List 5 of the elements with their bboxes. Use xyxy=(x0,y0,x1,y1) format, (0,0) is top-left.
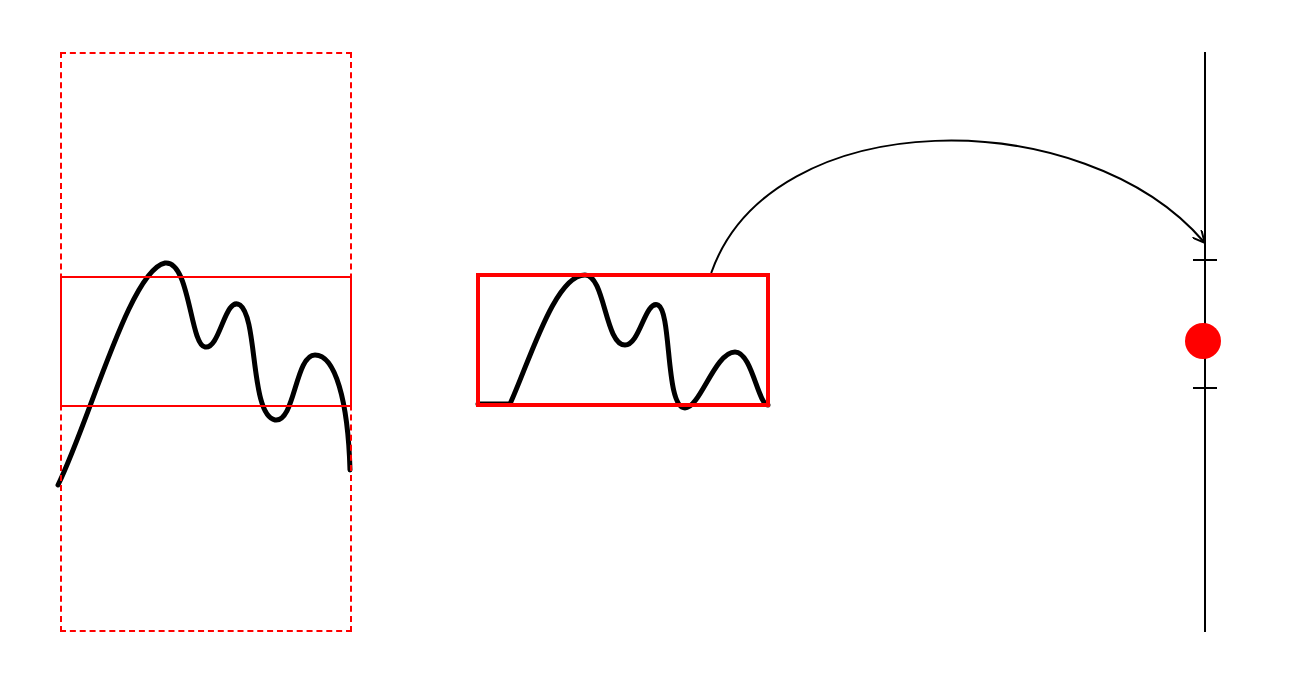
selection-box xyxy=(60,276,352,407)
scale-line xyxy=(1190,52,1220,632)
curved-arrow xyxy=(710,139,1206,274)
point-marker xyxy=(1185,323,1221,359)
window-frame xyxy=(60,52,352,632)
